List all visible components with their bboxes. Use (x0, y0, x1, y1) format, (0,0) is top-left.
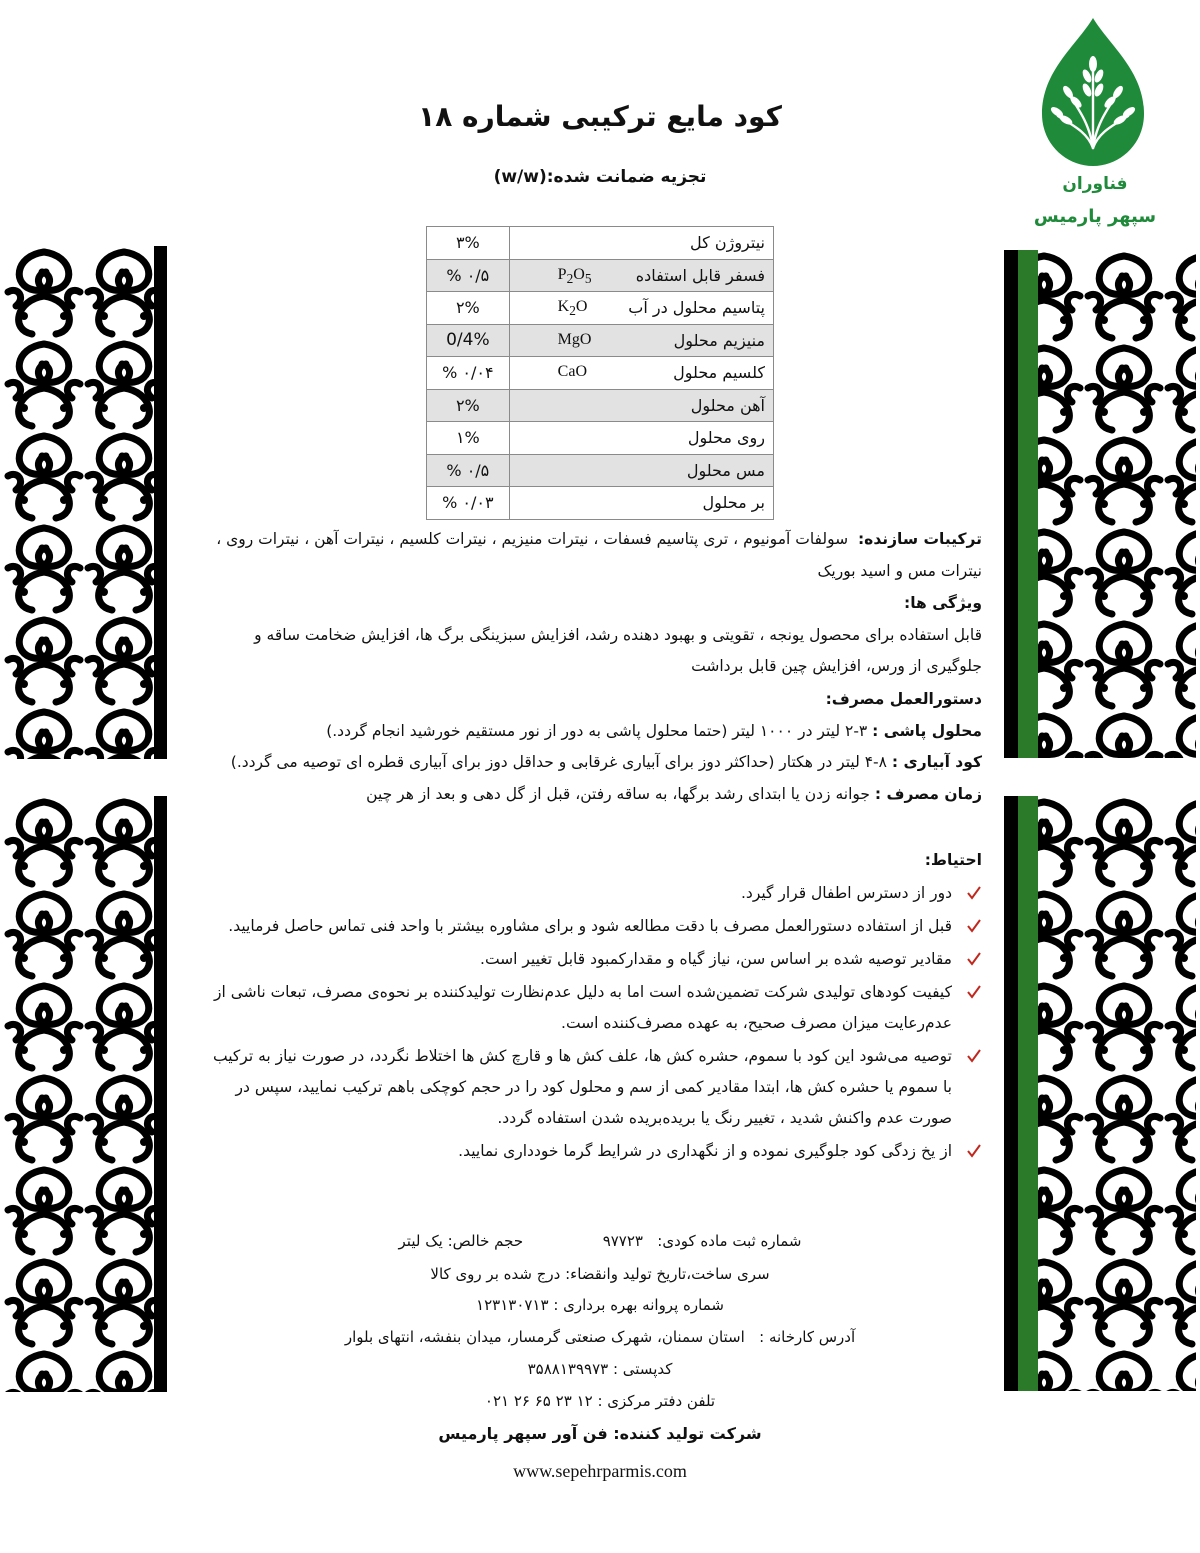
license-number: شماره پروانه بهره برداری : ۱۲۳۱۳۰۷۱۳ (476, 1296, 724, 1314)
registration-line: شماره ثبت ماده کودی: ۹۷۷۲۳ حجم خالص: یک … (300, 1232, 900, 1250)
registration-label: شماره ثبت ماده کودی: (657, 1232, 802, 1250)
check-mark-icon (967, 886, 981, 900)
nutrient-value: ۱% (426, 421, 510, 455)
nutrient-name: روی محلول (508, 421, 775, 455)
page-title: کود مایع ترکیبی شماره ۱۸ (418, 100, 782, 133)
irrigation-label: کود آبیاری : (891, 753, 982, 771)
producer-name: شرکت تولید کننده: فن آور سپهر پارمیس (438, 1424, 762, 1443)
nutrient-name: آهن محلول (508, 388, 775, 422)
spray-label: محلول پاشی : (872, 721, 982, 740)
nutrient-value: ۲% (426, 291, 510, 325)
address-text: استان سمنان، شهرک صنعتی گرمسار، میدان بن… (344, 1328, 745, 1346)
features-label: ویژگی ها: (904, 594, 982, 612)
brand-name-line2: سپهر پارمیس (1033, 206, 1157, 227)
net-volume: حجم خالص: یک لیتر (398, 1232, 524, 1250)
chemical-formula: MgO (557, 330, 592, 348)
check-mark-icon (967, 1144, 981, 1158)
right-damask-border-top (1004, 250, 1196, 758)
precautions-list: دور از دسترس اطفال قرار گیرد. قبل از است… (200, 878, 982, 1167)
timing-label: زمان مصرف : (874, 784, 982, 803)
brand-logo-icon (1040, 16, 1146, 168)
irrigation-text: ۸-۴ لیتر در هکتار (حداکثر دوز برای آبیار… (230, 753, 887, 771)
precautions-section: احتیاط: دور از دسترس اطفال قرار گیرد. قب… (200, 846, 982, 1169)
list-item: کیفیت کودهای تولیدی شرکت تضمین‌شده است ا… (200, 977, 982, 1039)
check-mark-icon (967, 985, 981, 999)
nutrient-value: ۲% (426, 388, 510, 422)
postal-code: کدپستی : ۳۵۸۸۱۳۹۹۷۳ (527, 1360, 673, 1378)
website-link[interactable]: www.sepehrparmis.com (513, 1461, 687, 1481)
product-footer: شماره ثبت ماده کودی: ۹۷۷۲۳ حجم خالص: یک … (300, 1232, 900, 1492)
chemical-formula: CaO (557, 363, 587, 380)
list-item: قبل از استفاده دستورالعمل مصرف با دقت مط… (200, 911, 982, 942)
timing-text: جوانه زدن یا ابتدای رشد برگها، به ساقه ر… (366, 784, 870, 803)
nutrient-value: ۰/۵ % (426, 453, 510, 487)
features-text: قابل استفاده برای محصول یونجه ، تقویتی و… (254, 625, 982, 676)
check-mark-icon (967, 919, 981, 933)
batch-info: سری ساخت،تاریخ تولید وانقضاء: درج شده بر… (430, 1265, 770, 1283)
nutrient-name: نیتروژن کل (508, 226, 775, 260)
precautions-label: احتیاط: (924, 851, 982, 869)
nutrient-name: مس محلول (508, 453, 775, 487)
instructions-label: دستورالعمل مصرف: (825, 690, 982, 708)
nutrient-value: ۰/۰۴ % (426, 356, 510, 390)
check-mark-icon (967, 1049, 981, 1063)
ingredients-label: ترکیبات سازنده: (857, 530, 982, 548)
nutrient-value: 0/4% (426, 323, 510, 357)
list-item: دور از دسترس اطفال قرار گیرد. (200, 878, 982, 909)
nutrient-name: بر محلول (508, 486, 775, 520)
left-damask-border-top (4, 246, 167, 759)
left-damask-border-bottom (4, 796, 167, 1392)
ingredients-text: سولفات آمونیوم ، تری پتاسیم فسفات ، نیتر… (216, 530, 982, 580)
spray-text: ۳-۲ لیتر در ۱۰۰۰ لیتر (حتما محلول پاشی ب… (326, 721, 868, 740)
ingredients-section: ترکیبات سازنده: سولفات آمونیوم ، تری پتا… (200, 524, 982, 587)
nutrient-value: ۰/۵ % (426, 258, 510, 292)
address-label: آدرس کارخانه : (759, 1328, 856, 1346)
list-item: توصیه می‌شود این کود با سموم، حشره کش ها… (200, 1041, 982, 1134)
check-mark-icon (967, 952, 981, 966)
registration-number: ۹۷۷۲۳ (602, 1232, 643, 1250)
right-damask-border-bottom (1004, 796, 1196, 1391)
list-item: از یخ زدگی کود جلوگیری نموده و از نگهدار… (200, 1136, 982, 1167)
chemical-formula: P2O5 (557, 265, 592, 286)
nutrient-value: ۳% (426, 226, 510, 260)
guaranteed-analysis-heading: تجزیه ضمانت شده:(w/w) (493, 167, 707, 187)
features-section: ویژگی ها: قابل استفاده برای محصول یونجه … (200, 588, 982, 683)
chemical-formula: K2O (557, 298, 588, 319)
office-phone: تلفن دفتر مرکزی : ۱۲ ۲۳ ۶۵ ۲۶ ۰۲۱ (484, 1392, 716, 1410)
factory-address: آدرس کارخانه : استان سمنان، شهرک صنعتی گ… (300, 1328, 900, 1346)
instructions-section: دستورالعمل مصرف: محلول پاشی : ۳-۲ لیتر د… (200, 684, 982, 810)
list-item: مقادیر توصیه شده بر اساس سن، نیاز گیاه و… (200, 944, 982, 975)
brand-name-line1: فناوران (1062, 174, 1128, 194)
nutrient-value: ۰/۰۳ % (426, 486, 510, 520)
